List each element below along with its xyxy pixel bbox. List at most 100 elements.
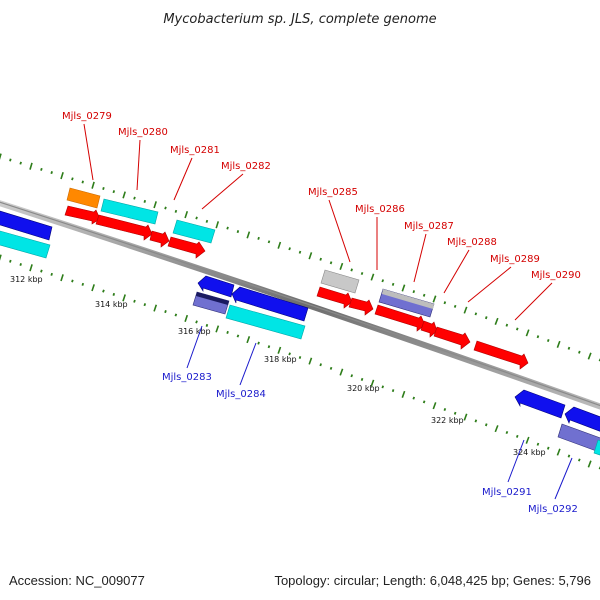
inner-ring-tick xyxy=(236,334,240,338)
outer-ring-tick xyxy=(391,282,395,286)
gene-arrow-0282 xyxy=(167,236,206,259)
outer-ring-tick xyxy=(463,306,468,314)
outer-ring-tick xyxy=(277,241,282,249)
outer-ring-tick xyxy=(81,180,84,184)
outer-ring-tick xyxy=(474,312,478,316)
gene-block-cyan-0282 xyxy=(172,219,216,244)
tick-label-316: 316 kbp xyxy=(178,327,211,336)
bottom-gene-labels: Mjls_0283 Mjls_0284 Mjls_0291 Mjls_0292 xyxy=(162,372,578,515)
tick-label-314: 314 kbp xyxy=(95,300,128,309)
inner-ring-tick xyxy=(174,313,178,317)
inner-ring-tick xyxy=(350,374,354,378)
inner-ring-tick xyxy=(577,458,581,462)
genome-summary-text: Topology: circular; Length: 6,048,425 bp… xyxy=(274,573,591,588)
outer-ring-tick xyxy=(484,316,488,320)
forward-strand-genes xyxy=(64,187,529,370)
inner-ring-tick xyxy=(463,413,468,421)
inner-ring-tick xyxy=(412,396,416,400)
outer-ring-tick xyxy=(453,304,457,308)
genome-backbone-line xyxy=(0,201,600,407)
inner-ring-tick xyxy=(29,264,33,272)
bottom-leader-lines xyxy=(186,325,573,500)
outer-ring-tick xyxy=(29,162,33,170)
inner-ring-tick xyxy=(515,434,519,438)
inner-ring-tick xyxy=(505,430,509,435)
outer-ring-tick xyxy=(153,201,157,209)
outer-ring-tick xyxy=(567,346,571,350)
outer-ring-tick xyxy=(329,261,333,265)
inner-ring-tick xyxy=(0,254,2,261)
gene-label-0285: Mjls_0285 xyxy=(308,187,358,198)
outer-ring-tick xyxy=(319,257,322,261)
outer-ring-tick xyxy=(339,262,344,270)
inner-ring-tick xyxy=(298,356,302,359)
inner-ring-tick xyxy=(19,263,22,266)
gene-arrow-0280 xyxy=(95,214,153,241)
inner-ring-tick xyxy=(195,320,198,324)
outer-ring-tick xyxy=(515,327,519,331)
inner-ring-tick xyxy=(122,294,126,302)
inner-ring-tick xyxy=(494,425,499,433)
outer-ring-tick xyxy=(102,186,105,190)
tick-label-324: 324 kbp xyxy=(513,448,546,457)
outer-ring-tick xyxy=(40,167,43,171)
gene-arrow-blue-0283b xyxy=(231,286,309,322)
outer-ring-tick xyxy=(164,206,167,210)
gene-arrow-blue-0292 xyxy=(564,406,600,432)
gene-arrow-0289 xyxy=(433,326,471,350)
outer-ring-tick xyxy=(308,252,313,260)
outer-ring-tick xyxy=(143,199,147,203)
tick-label-312: 312 kbp xyxy=(10,275,43,284)
gene-label-0291: Mjls_0291 xyxy=(482,487,532,498)
outer-ring-tick xyxy=(0,153,2,160)
outer-ring-tick xyxy=(422,293,426,297)
inner-ring-tick xyxy=(587,460,592,468)
outer-ring-tick xyxy=(174,209,178,213)
gene-arrow-0285 xyxy=(316,286,353,309)
inner-ring-tick xyxy=(370,379,375,387)
inner-ring-tick xyxy=(277,346,282,354)
inner-ring-tick xyxy=(288,352,291,356)
gene-label-0290: Mjls_0290 xyxy=(531,270,581,281)
inner-ring-tick xyxy=(164,310,167,314)
outer-ring-tick xyxy=(432,295,437,303)
inner-ring-tick xyxy=(267,345,271,349)
inner-ring-tick xyxy=(308,357,313,365)
outer-ring-tick xyxy=(9,158,12,162)
gene-label-0279: Mjls_0279 xyxy=(62,111,112,122)
outer-ring-tick xyxy=(381,279,385,283)
gene-block-grey-0285 xyxy=(320,269,360,294)
inner-ring-tick xyxy=(546,446,550,450)
inner-ring-tick xyxy=(50,272,53,276)
inner-ring-tick xyxy=(205,323,209,327)
outer-ring-tick xyxy=(19,161,22,165)
accession-text: Accession: NC_009077 xyxy=(9,573,145,588)
inner-ring-tick xyxy=(319,363,322,367)
top-gene-labels: Mjls_0279 Mjls_0280 Mjls_0281 Mjls_0282 … xyxy=(62,111,581,281)
tick-label-320: 320 kbp xyxy=(347,384,380,393)
inner-ring-tick xyxy=(112,292,116,296)
inner-ring-tick xyxy=(567,454,571,458)
outer-ring-tick xyxy=(184,211,189,219)
gene-arrow-0279 xyxy=(64,205,101,225)
tick-label-318: 318 kbp xyxy=(264,355,297,364)
outer-ring-tick xyxy=(546,338,550,343)
gene-arrow-0281 xyxy=(149,230,170,248)
tick-labels: 312 kbp 314 kbp 316 kbp 318 kbp 320 kbp … xyxy=(10,275,546,457)
inner-ring-tick xyxy=(401,390,406,398)
gene-block-cyan-left xyxy=(0,230,51,259)
reverse-strand-genes xyxy=(0,210,600,456)
outer-ring-tick xyxy=(556,340,561,348)
outer-ring-tick xyxy=(494,317,499,325)
gene-label-0283: Mjls_0283 xyxy=(162,372,212,383)
inner-ring-tick xyxy=(215,325,220,333)
outer-ring-tick xyxy=(525,329,530,337)
outer-ring-tick xyxy=(112,190,116,194)
inner-ring-tick xyxy=(536,442,540,446)
outer-ring-tick xyxy=(443,301,447,305)
gene-label-0286: Mjls_0286 xyxy=(355,204,405,215)
inner-ring-tick xyxy=(525,436,530,444)
inner-ring-tick xyxy=(153,304,158,312)
outer-ring-tick xyxy=(205,219,209,223)
